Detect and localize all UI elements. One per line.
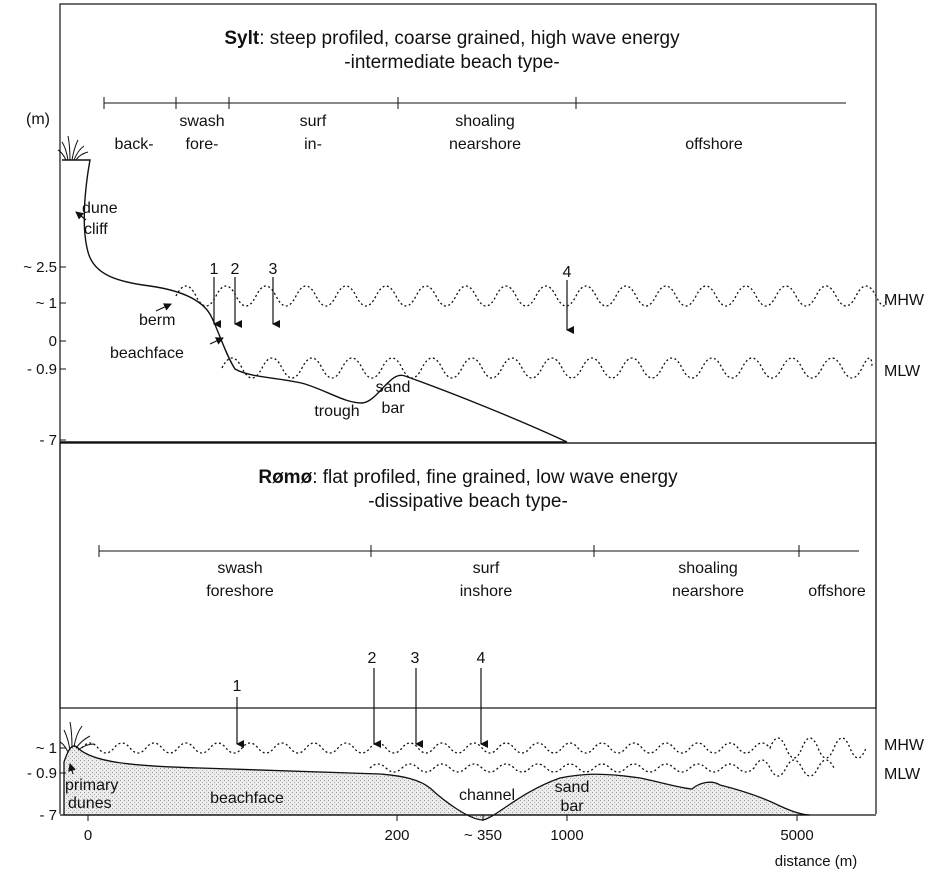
romo-dunes-pointer xyxy=(68,763,76,775)
xtick-0: 0 xyxy=(84,827,92,844)
sylt-zone-swash: swash xyxy=(179,113,224,130)
sylt-zone-shoaling: shoaling xyxy=(455,113,515,130)
romo-arrow-1-label: 1 xyxy=(233,678,242,695)
romo-arrow-3-label: 3 xyxy=(411,650,420,667)
sylt-ytick-0: 0 xyxy=(49,333,57,350)
romo-y-axis xyxy=(60,747,66,816)
sylt-label-trough: trough xyxy=(314,403,359,420)
romo-label-sand: sand xyxy=(555,779,590,796)
xtick-200: 200 xyxy=(384,827,409,844)
sylt-title-name: Sylt xyxy=(224,28,260,49)
romo-ytick-1: ~ 1 xyxy=(36,740,57,757)
x-axis-label: distance (m) xyxy=(775,853,858,870)
xtick-350: ~ 350 xyxy=(464,827,502,844)
romo-arrow-4-label: 4 xyxy=(477,650,486,667)
sylt-arrow-4-label: 4 xyxy=(563,264,572,281)
romo-ytick-neg-7: - 7 xyxy=(39,807,57,824)
sylt-zone-bar xyxy=(103,97,846,109)
romo-zone-inshore: inshore xyxy=(460,583,513,600)
romo-mhw-wave xyxy=(81,737,867,759)
sylt-label-sand: sand xyxy=(376,379,411,396)
x-axis xyxy=(87,815,798,821)
sylt-mhw-label: MHW xyxy=(884,292,925,309)
sylt-arrow-3-label: 3 xyxy=(269,261,278,278)
sylt-beach-profile xyxy=(62,159,568,443)
romo-zone-surf: surf xyxy=(473,560,500,577)
sylt-mlw-label: MLW xyxy=(884,363,921,380)
romo-title: Rømø: flat profiled, fine grained, low w… xyxy=(258,467,678,488)
sylt-zone-nearshore: nearshore xyxy=(449,136,521,153)
sylt-ytick-2-5: ~ 2.5 xyxy=(23,259,57,276)
sylt-zone-surf: surf xyxy=(300,113,327,130)
sylt-zone-offshore: offshore xyxy=(685,136,743,153)
romo-label-bar: bar xyxy=(560,798,584,815)
romo-label-channel: channel xyxy=(459,787,515,804)
sylt-zone-back: back- xyxy=(114,136,153,153)
sylt-arrow-2-label: 2 xyxy=(231,261,240,278)
sylt-label-berm: berm xyxy=(139,312,175,329)
romo-mhw-label: MHW xyxy=(884,737,925,754)
sylt-title: Sylt: steep profiled, coarse grained, hi… xyxy=(224,28,680,49)
sylt-mhw-wave xyxy=(175,285,887,307)
sylt-dune-grass-icon xyxy=(57,135,89,161)
romo-ytick-neg-0-9: - 0.9 xyxy=(27,765,57,782)
sylt-ytick-neg-0-9: - 0.9 xyxy=(27,361,57,378)
sylt-title-desc: : steep profiled, coarse grained, high w… xyxy=(259,28,680,49)
sylt-mlw-wave xyxy=(221,357,873,379)
sylt-label-beachface: beachface xyxy=(110,345,184,362)
sylt-arrow-1-label: 1 xyxy=(210,261,219,278)
romo-title-name: Rømø xyxy=(258,467,312,488)
xtick-5000: 5000 xyxy=(780,827,813,844)
romo-mlw-label: MLW xyxy=(884,766,921,783)
romo-label-beachface: beachface xyxy=(210,790,284,807)
romo-zone-offshore: offshore xyxy=(808,583,866,600)
romo-zone-nearshore: nearshore xyxy=(672,583,744,600)
sylt-dune-pointer xyxy=(75,211,87,221)
sylt-zone-fore: fore- xyxy=(186,136,219,153)
romo-mlw-wave xyxy=(369,759,835,777)
sylt-y-axis xyxy=(60,266,66,441)
romo-zone-foreshore: foreshore xyxy=(206,583,274,600)
sylt-label-dune: dune xyxy=(82,200,118,217)
sylt-zone-in: in- xyxy=(304,136,322,153)
romo-subtitle: -dissipative beach type- xyxy=(368,491,568,512)
romo-title-desc: : flat profiled, fine grained, low wave … xyxy=(312,467,678,488)
romo-zone-shoaling: shoaling xyxy=(678,560,738,577)
sylt-label-bar: bar xyxy=(381,400,405,417)
romo-zone-swash: swash xyxy=(217,560,262,577)
romo-label-primary: primary xyxy=(65,777,118,794)
romo-label-dunes: dunes xyxy=(68,795,112,812)
sylt-y-unit: (m) xyxy=(26,111,50,128)
romo-zone-bar xyxy=(98,545,859,557)
sylt-berm-pointer xyxy=(155,303,172,312)
xtick-1000: 1000 xyxy=(550,827,583,844)
romo-beach-profile xyxy=(63,745,811,821)
romo-dune-grass-icon xyxy=(59,721,95,753)
sylt-beachface-pointer xyxy=(209,337,224,345)
sylt-label-cliff: cliff xyxy=(84,221,108,238)
sylt-ytick-neg-7: - 7 xyxy=(39,432,57,449)
romo-arrow-2-label: 2 xyxy=(368,650,377,667)
sylt-ytick-1: ~ 1 xyxy=(36,295,57,312)
sylt-subtitle: -intermediate beach type- xyxy=(344,52,559,73)
